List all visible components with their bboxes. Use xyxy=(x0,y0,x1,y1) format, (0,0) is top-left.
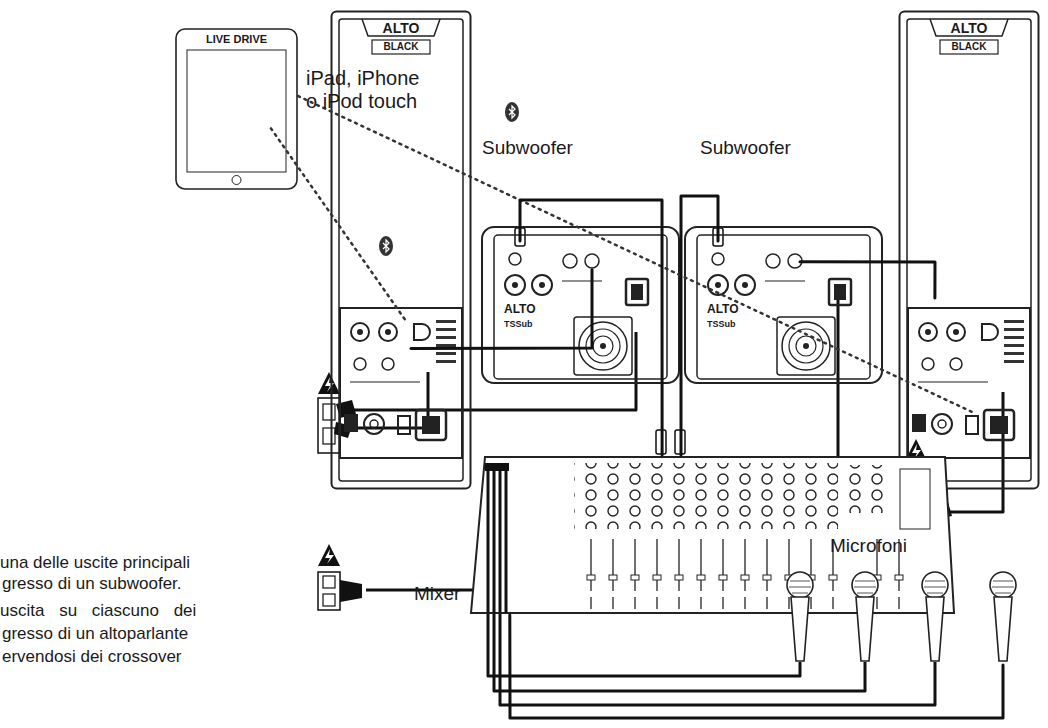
device-note: iPad, iPhone o iPod touch xyxy=(306,67,432,113)
speaker-cabinet xyxy=(898,10,1040,490)
node-label: ALTO xyxy=(330,20,472,36)
audio-cable xyxy=(520,200,662,455)
bluetooth-link xyxy=(298,96,975,413)
node-label: Microfoni xyxy=(830,535,907,557)
cut-off-note: uscita su ciascuno dei xyxy=(0,601,196,621)
bluetooth-symbol xyxy=(505,102,519,122)
audio-cable xyxy=(681,196,718,455)
xlr-plugs xyxy=(515,228,723,454)
node-label: ALTO xyxy=(898,20,1040,36)
bluetooth-symbol xyxy=(379,236,393,256)
subwoofer: SubwooferALTOTSSub xyxy=(480,225,681,385)
speaker: ALTO BLACK xyxy=(898,10,1040,490)
bluetooth-link xyxy=(271,128,407,322)
subwoofer: SubwooferALTOTSSub xyxy=(683,225,884,385)
node-label: LIVE DRIVE xyxy=(175,33,298,46)
node-label: BLACK xyxy=(330,41,472,53)
cut-off-note: gresso di un subwoofer. xyxy=(2,574,182,594)
microphones: Microfoni xyxy=(780,535,1020,665)
audio-cable xyxy=(510,615,1003,718)
node-label: Mixer xyxy=(414,583,460,605)
tablet-outline xyxy=(175,28,298,190)
node-label: Subwoofer xyxy=(700,137,791,159)
node-label: ALTO xyxy=(504,303,536,317)
tablet: LIVE DRIVE xyxy=(175,28,298,190)
audio-cable xyxy=(800,262,935,298)
node-label: ALTO xyxy=(707,303,739,317)
node-label: Subwoofer xyxy=(482,137,573,159)
power-outlets xyxy=(318,398,927,610)
cut-off-note: gresso di un altoparlante xyxy=(2,624,188,644)
node-label: TSSub xyxy=(707,319,736,329)
node-label: BLACK xyxy=(898,41,1040,53)
node-label: TSSub xyxy=(504,319,533,329)
audio-cable xyxy=(411,270,592,349)
cut-off-note: una delle uscite principali xyxy=(0,553,190,573)
cut-off-note: ervendosi dei crossover xyxy=(2,647,182,667)
